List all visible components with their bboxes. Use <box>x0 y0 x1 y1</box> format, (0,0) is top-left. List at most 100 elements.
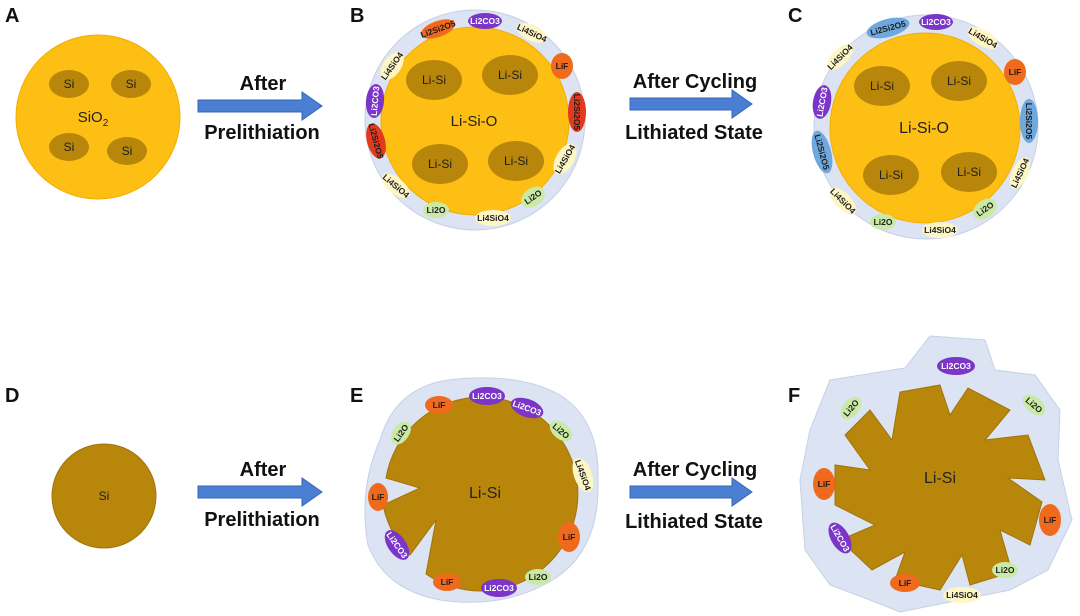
li2co3-label: Li2CO3 <box>484 583 514 593</box>
arrow-label-line2: Prelithiation <box>204 122 320 144</box>
li2si2o5-label: Li2Si2O5 <box>572 94 582 131</box>
arrow-top-left: After Prelithiation <box>197 73 323 144</box>
arrow-label-line2: Prelithiation <box>204 509 320 531</box>
panel-letter-c: C <box>788 5 802 27</box>
lif-label: LiF <box>372 492 385 502</box>
li2co3-blob <box>366 123 386 159</box>
right-arrow-icon <box>197 91 323 121</box>
lif-blob <box>813 468 835 500</box>
lif-label: LiF <box>1044 515 1057 525</box>
lif-blob <box>551 53 573 79</box>
li2o-blob <box>423 202 449 218</box>
si-label: Si <box>126 77 137 91</box>
si-label: Si <box>64 77 75 91</box>
arrow-label-line1: After Cycling <box>633 71 757 93</box>
li-si-inclusion <box>482 55 538 95</box>
lif-blob <box>1039 504 1061 536</box>
li2co3-blob <box>828 522 852 554</box>
li-si-o-label: Li-Si-O <box>451 113 498 130</box>
li4sio4-blob <box>381 173 411 199</box>
li2co3-blob <box>510 397 544 419</box>
li2o-blob <box>840 396 862 420</box>
right-arrow-icon <box>197 477 323 507</box>
li-si-inclusion <box>854 66 910 106</box>
lif-blob <box>433 573 461 591</box>
li4sio4-blob <box>826 43 854 71</box>
li-si-inclusion <box>941 152 997 192</box>
li2co3-blob <box>937 357 975 375</box>
panel-letter-e: E <box>350 385 363 407</box>
li2o-blob <box>1022 394 1046 416</box>
li4sio4-blob <box>572 457 594 493</box>
li4sio4-blob <box>922 222 958 238</box>
lif-blob <box>368 483 388 511</box>
li4sio4-blob <box>967 27 999 49</box>
lif-label: LiF <box>1009 67 1022 77</box>
li-si-o-label: Li-Si-O <box>899 120 949 137</box>
si-label: Si <box>122 144 133 158</box>
li-si-label: Li-Si <box>422 73 446 87</box>
li-si-label: Li-Si <box>947 74 971 88</box>
si-inclusion <box>107 137 147 165</box>
li2co3-blob <box>420 19 456 39</box>
lif-blob <box>1004 59 1026 85</box>
panel-letter-b: B <box>350 5 364 27</box>
li-si-inclusion <box>406 60 462 100</box>
lif-label: LiF <box>441 577 454 587</box>
li2co3-label: Li2CO3 <box>921 17 951 27</box>
arrow-label-line1: After <box>240 459 287 481</box>
si-label: Si <box>99 489 110 503</box>
li-si-label: Li-Si <box>469 485 501 502</box>
arrow-label-line1: After <box>240 73 287 95</box>
li2o-blob <box>870 214 896 230</box>
li4sio4-label: Li4SiO4 <box>477 213 509 223</box>
panel-a-particle: Si Si Si Si SiO2 <box>15 34 181 200</box>
li4sio4-blob <box>553 143 577 175</box>
li2o-label: Li2O <box>874 217 893 227</box>
panel-letter-f: F <box>788 385 800 407</box>
arrow-bottom-left: After Prelithiation <box>197 459 323 531</box>
li2co3-blob <box>469 387 505 405</box>
li2o-label: Li2O <box>529 572 548 582</box>
li2si2o5-blob <box>1020 99 1038 143</box>
li2o-blob <box>391 421 411 445</box>
li2co3-blob <box>812 85 832 119</box>
lif-label: LiF <box>818 479 831 489</box>
li2si2o5-blob <box>811 130 833 174</box>
si-inclusion <box>49 133 89 161</box>
li-si-inclusion <box>863 155 919 195</box>
li2co3-label: Li2CO3 <box>941 361 971 371</box>
li4sio4-blob <box>829 187 857 215</box>
panel-c-particle: Li-Si Li-Si Li-Si Li-Si Li-Si-O Li4SiO4 … <box>811 14 1039 240</box>
li2co3-label: Li2CO3 <box>472 391 502 401</box>
li4sio4-blob <box>475 210 511 226</box>
panel-letter-d: D <box>5 385 19 407</box>
li2si2o5-blob <box>866 17 910 39</box>
li-si-label: Li-Si <box>428 157 452 171</box>
lif-label: LiF <box>433 400 446 410</box>
panel-b-particle: Li-Si Li-Si Li-Si Li-Si Li-Si-O Li4SiO4 … <box>364 9 586 231</box>
li2co3-blob <box>468 13 502 29</box>
li2o-label: Li2O <box>996 565 1015 575</box>
li4sio4-blob <box>943 587 981 603</box>
si-inclusion <box>49 70 89 98</box>
li-si-label: Li-Si <box>870 79 894 93</box>
li2co3-blob <box>481 579 517 597</box>
li-si-inclusion <box>488 141 544 181</box>
li-si-label: Li-Si <box>498 68 522 82</box>
li4sio4-blob <box>1009 157 1031 189</box>
li2o-blob <box>521 186 545 208</box>
li-si-label: Li-Si <box>957 165 981 179</box>
li2co3-blob <box>568 92 586 132</box>
panel-d-particle: Si <box>51 443 157 549</box>
arrow-label-line1: After Cycling <box>633 459 757 481</box>
li2o-label: Li2O <box>427 205 446 215</box>
li-si-label: Li-Si <box>504 154 528 168</box>
arrow-label-line2: Lithiated State <box>625 122 763 144</box>
li2co3-blob <box>365 84 385 118</box>
right-arrow-icon <box>629 89 753 119</box>
li2si2o5-label: Li2Si2O5 <box>1024 103 1034 140</box>
li4sio4-label: Li4SiO4 <box>924 225 956 235</box>
si-label: Si <box>64 140 75 154</box>
li2o-blob <box>992 562 1018 578</box>
